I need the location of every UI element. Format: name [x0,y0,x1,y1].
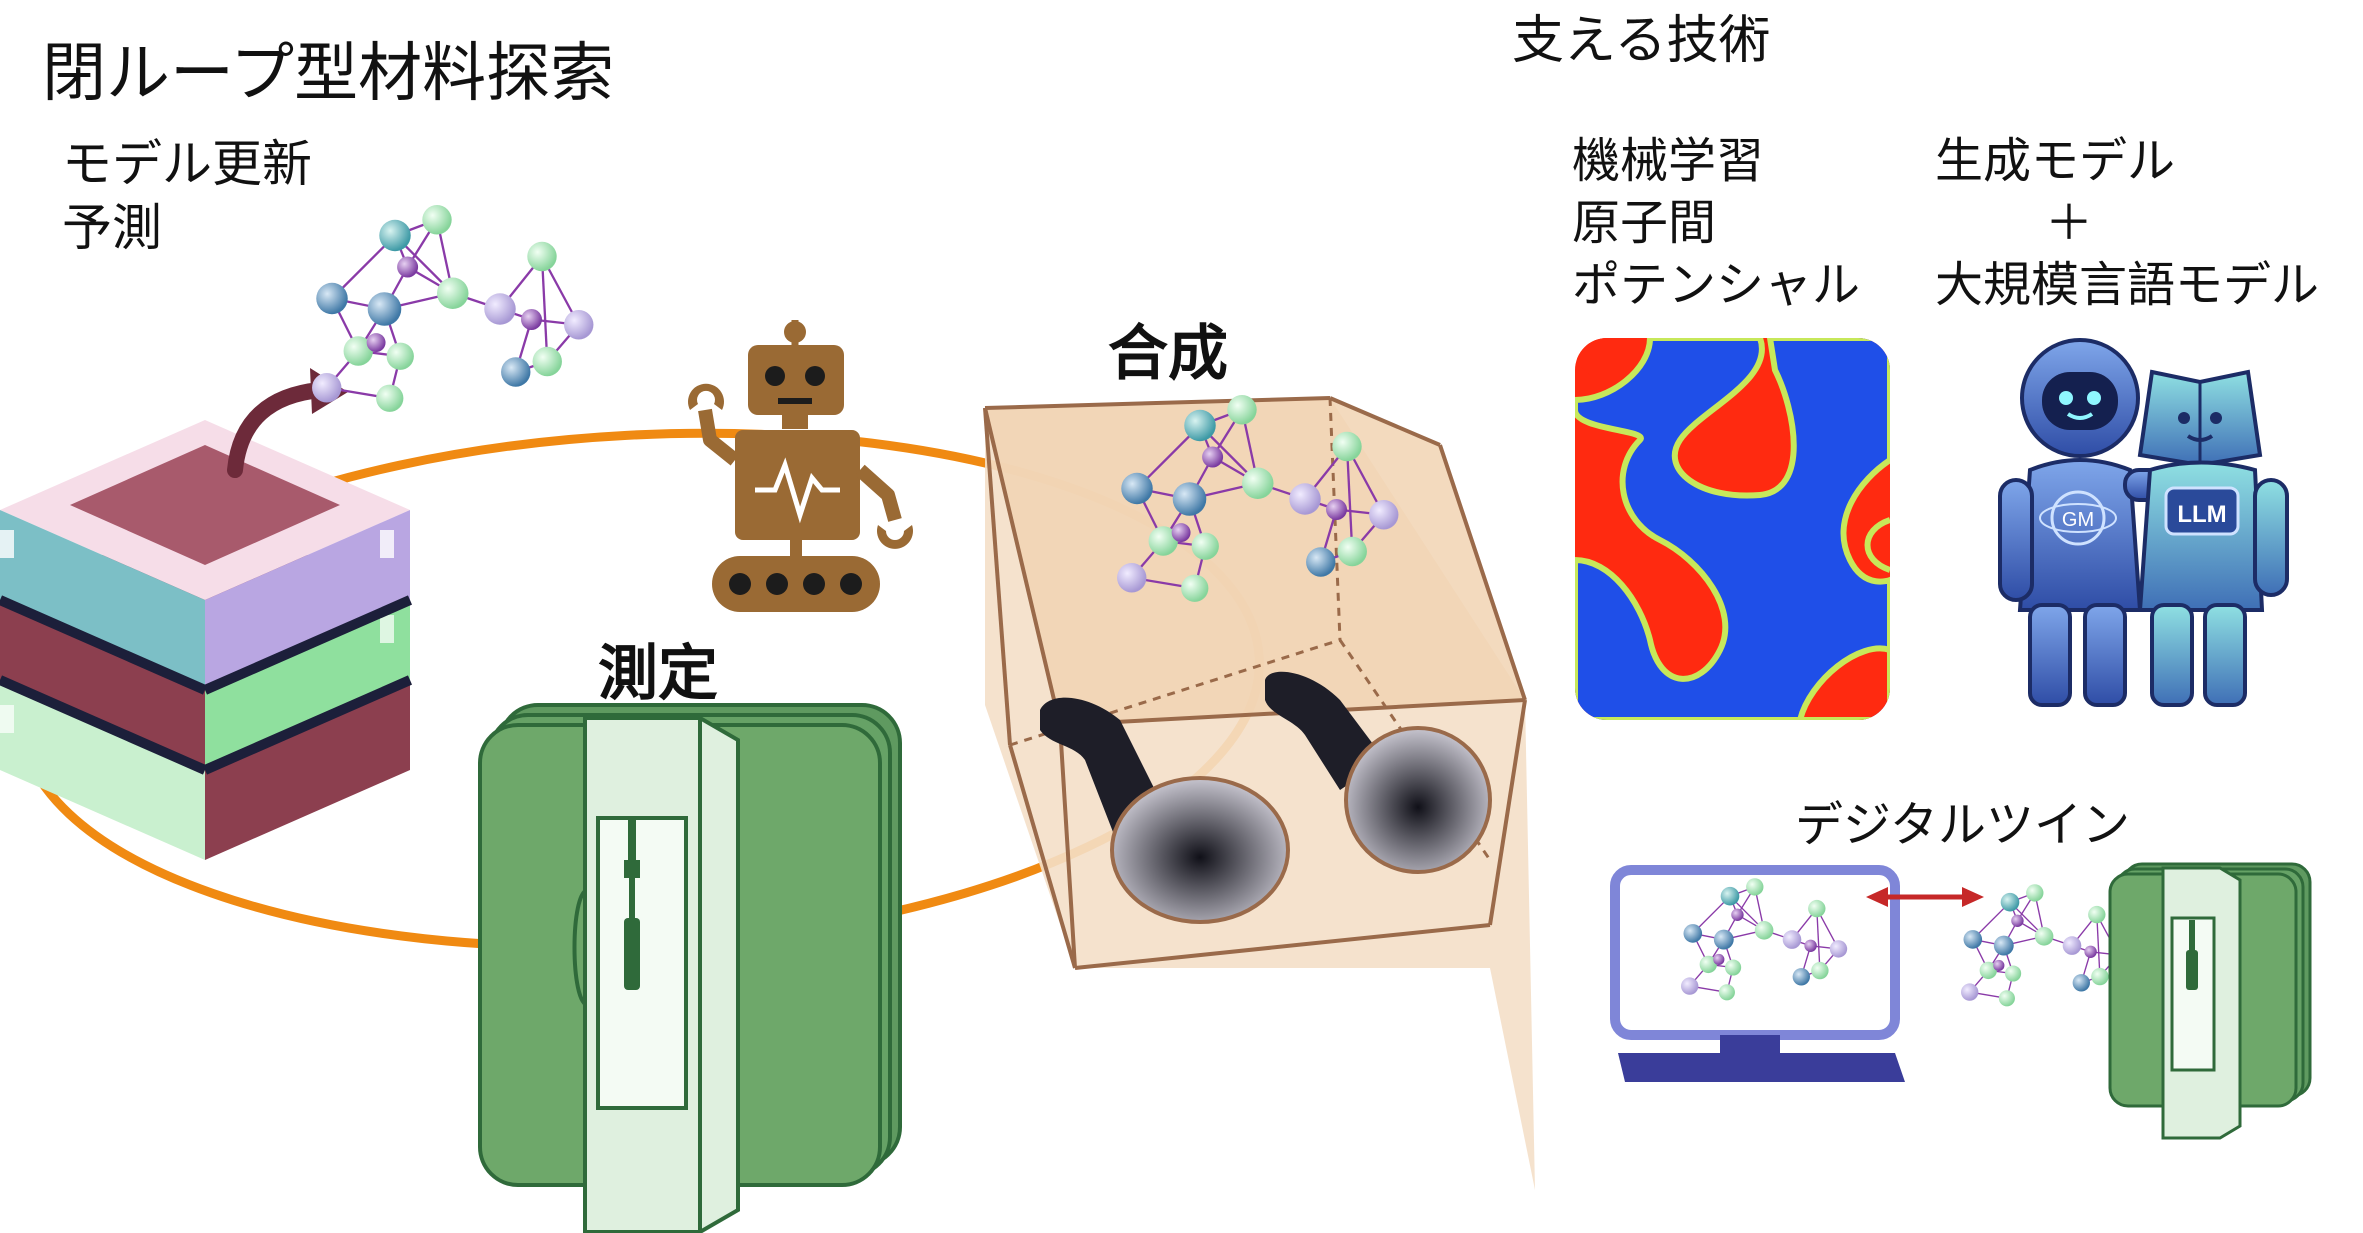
small-instrument-icon [2108,862,2312,1140]
digital-twin-label: デジタルツイン [1795,797,2131,853]
llm-book-figure-icon [2137,369,2289,707]
monitor-icon [1610,865,1905,1082]
update-arrow-icon [227,382,328,478]
astronaut-badge: GM [2062,509,2094,531]
sync-arrow-icon [1866,887,1984,907]
mlip-line2: 原子間 [1572,195,1717,251]
generative-line2: 大規模言語モデル [1935,257,2320,313]
model-update-label: モデル更新 予測 [62,132,312,260]
mlip-field-map [1575,338,1890,720]
generative-plus: ＋ [2045,195,2094,251]
generative-line1: 生成モデル [1935,133,2176,189]
model-update-line1: モデル更新 [62,135,312,193]
book-badge: LLM [2177,501,2226,528]
synthesis-label: 合成 [1108,319,1228,389]
right-glove-port [1344,726,1492,874]
right-glove-icon [1265,671,1385,790]
robot-icon [688,320,914,612]
measurement-instrument-icon [478,703,902,1233]
generative-model-label: 生成モデル ＋ 大規模言語モデル [1935,130,2319,316]
supporting-tech-heading: 支える技術 [1512,11,1771,71]
mlip-line1: 機械学習 [1572,133,1765,189]
page-title: 閉ループ型材料探索 [42,37,615,111]
predicted-molecule-icon [310,203,595,414]
twin-molecule-real-icon [1960,883,2128,1008]
left-glove-port [1110,776,1290,924]
mlip-label: 機械学習 原子間 ポテンシャル [1572,130,1860,316]
astronaut-gm-icon [1998,338,2167,707]
measurement-label: 測定 [598,639,718,709]
server-stack-icon [0,420,413,860]
model-update-line2: 予測 [62,199,162,257]
mlip-line3: ポテンシャル [1572,257,1861,313]
